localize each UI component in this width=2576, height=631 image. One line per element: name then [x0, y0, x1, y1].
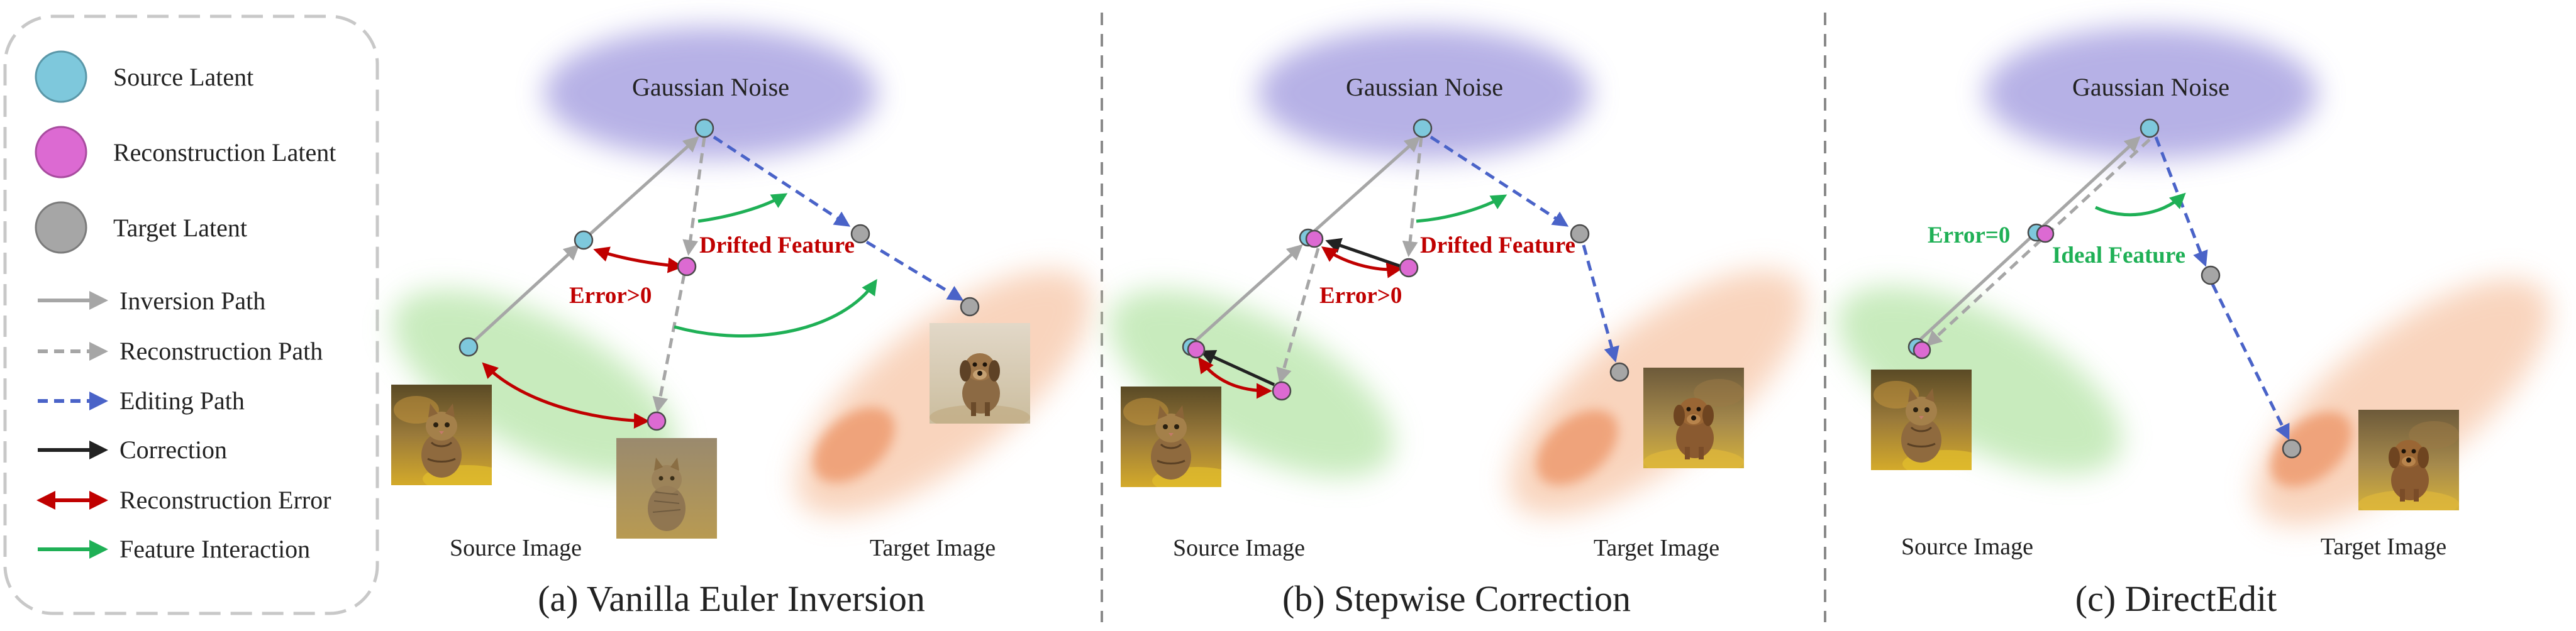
reconstruction-latent [1913, 341, 1931, 359]
reconstruction-path [1926, 138, 2151, 347]
source-image-label: Source Image [450, 535, 582, 561]
gaussian-noise-cloud [1984, 27, 2318, 159]
drifted-feature-label: Drifted Feature [699, 233, 855, 258]
panel-b: Gaussian Noise Drifted Feature Error>0 S… [1109, 27, 1805, 619]
source-latent-swatch [35, 50, 87, 103]
target-image-label: Target Image [1594, 535, 1719, 561]
editing-path [713, 135, 851, 227]
panel-a: Gaussian Noise Drifted Feature Error>0 [391, 27, 1091, 619]
reconstruction-error-arrow [1321, 246, 1402, 278]
reconstruction-latent [2036, 224, 2055, 243]
legend-editing-path: Editing Path [119, 387, 245, 415]
source-latent [2140, 118, 2160, 138]
target-image-label: Target Image [2321, 534, 2446, 560]
reconstruction-path [652, 273, 686, 413]
reconstruction-latent [1305, 229, 1324, 248]
error-label: Error>0 [1319, 283, 1402, 309]
legend-reconstruction-error: Reconstruction Error [119, 486, 331, 514]
editing-path [1582, 244, 1619, 363]
feature-interaction-arrow [697, 193, 788, 223]
gaussian-noise-cloud [1258, 27, 1591, 159]
reconstruction-latent [1187, 340, 1206, 359]
gaussian-noise-cloud [544, 27, 877, 159]
reconstruction-path [682, 136, 706, 256]
inversion-path [469, 244, 580, 346]
target-core-region [1536, 410, 1618, 485]
ideal-feature-label: Ideal Feature [2052, 243, 2185, 268]
panel-caption: (c) DirectEdit [2075, 578, 2277, 619]
target-latent [1570, 224, 1590, 244]
source-latent [458, 337, 479, 357]
error-label: Error>0 [569, 283, 652, 309]
target-image-label: Target Image [870, 535, 996, 561]
target-latent [2201, 265, 2221, 285]
source-latent [574, 230, 594, 250]
feature-interaction-arrow [1416, 194, 1507, 223]
source-image-label: Source Image [1173, 535, 1305, 561]
target-image [930, 323, 1030, 424]
correction-arrow [1325, 238, 1402, 268]
legend-target-latent: Target Latent [113, 214, 247, 242]
reconstruction-latent [1399, 258, 1419, 278]
gaussian-noise-label: Gaussian Noise [2072, 73, 2229, 101]
reconstruction-error-arrow [482, 362, 650, 429]
source-latent [1413, 118, 1433, 138]
source-latent [694, 118, 714, 138]
target-latent-swatch [35, 201, 87, 254]
legend-reconstruction-path: Reconstruction Path [119, 337, 323, 365]
target-core-region [813, 407, 895, 483]
reconstruction-latent [1272, 381, 1292, 401]
legend-inversion-path: Inversion Path [119, 287, 265, 315]
target-image [1643, 368, 1744, 468]
legend-feature-interaction: Feature Interaction [119, 535, 310, 563]
source-image-label: Source Image [1901, 534, 2033, 560]
feature-interaction-arrow [674, 278, 877, 337]
panel-caption: (b) Stepwise Correction [1282, 578, 1631, 619]
reconstruction-error-arrow [1198, 356, 1272, 399]
editing-path [1430, 135, 1569, 227]
target-latent [850, 224, 870, 244]
inversion-path [1916, 136, 2141, 344]
reconstruction-latent [677, 256, 697, 277]
editing-path [865, 240, 964, 301]
gaussian-noise-label: Gaussian Noise [632, 73, 789, 101]
target-latent [2282, 439, 2302, 459]
legend-correction: Correction [119, 436, 227, 464]
target-core-region [2270, 412, 2352, 487]
error-zero-label: Error=0 [1928, 222, 2010, 248]
reconstruction-latent [647, 411, 667, 431]
legend-source-latent: Source Latent [113, 63, 253, 91]
reconstruction-path [1402, 136, 1423, 257]
drifted-feature-label: Drifted Feature [1420, 233, 1575, 258]
target-latent [1609, 362, 1629, 382]
reconstruction-latent-swatch [35, 126, 87, 178]
panel-caption: (a) Vanilla Euler Inversion [538, 578, 925, 619]
editing-path [2211, 283, 2290, 441]
reconstruction-path [1276, 248, 1320, 384]
source-distribution-cloud [1837, 286, 2123, 475]
inversion-path [1310, 136, 1421, 235]
legend: Source Latent Reconstruction Latent Targ… [3, 14, 379, 615]
target-image [2358, 410, 2459, 510]
inversion-path [585, 136, 699, 239]
panel-c: Gaussian Noise Error=0 Ideal Feature Sou… [1837, 27, 2550, 619]
legend-reconstruction-latent: Reconstruction Latent [113, 138, 336, 167]
reconstruction-error-arrow [593, 246, 684, 273]
gaussian-noise-label: Gaussian Noise [1346, 73, 1503, 101]
reconstructed-image [616, 438, 717, 539]
feature-interaction-arrow [2094, 192, 2186, 217]
inversion-path [1192, 244, 1303, 344]
legend-frame [3, 14, 379, 615]
target-latent [960, 297, 980, 317]
